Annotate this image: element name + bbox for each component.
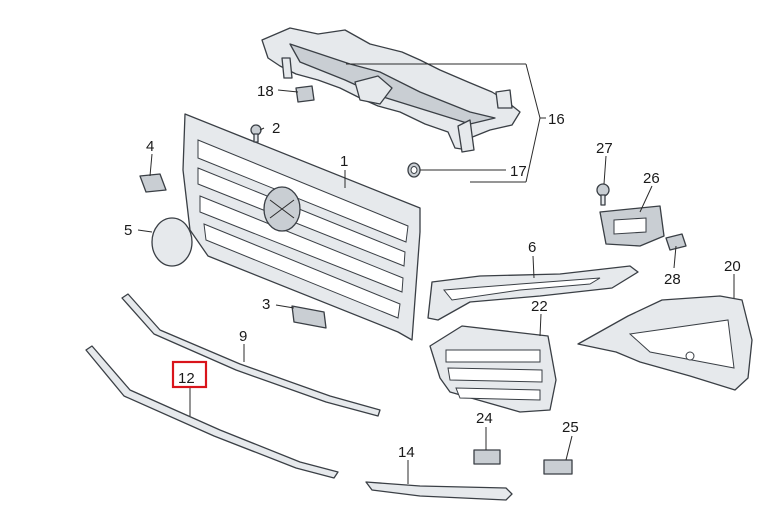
callout-25[interactable]: 25	[562, 419, 579, 436]
callout-3[interactable]: 3	[262, 296, 270, 313]
radiator-grille[interactable]	[182, 113, 421, 341]
clip-part-18[interactable]	[295, 85, 315, 103]
lower-strip-part-14[interactable]	[365, 481, 513, 501]
callout-22[interactable]: 22	[531, 298, 548, 315]
callout-18[interactable]: 18	[257, 83, 274, 100]
grommet-part-17[interactable]	[407, 162, 421, 178]
cover-part-3[interactable]	[291, 305, 327, 329]
callout-4[interactable]: 4	[146, 138, 154, 155]
side-grille-part-22[interactable]	[429, 325, 557, 413]
callout-20[interactable]: 20	[724, 258, 741, 275]
callout-2[interactable]: 2	[272, 120, 280, 137]
callout-12[interactable]: 12	[178, 370, 195, 387]
clip-part-25[interactable]	[543, 459, 573, 475]
callout-27[interactable]: 27	[596, 140, 613, 157]
callout-26[interactable]: 26	[643, 170, 660, 187]
clip-part-28[interactable]	[665, 233, 687, 251]
callout-17[interactable]: 17	[510, 163, 527, 180]
trim-strip-part-6[interactable]	[427, 265, 639, 321]
clip-part-24[interactable]	[473, 449, 501, 465]
trim-moulding-part-12[interactable]	[85, 345, 339, 479]
fog-light-grille-part-20[interactable]	[577, 295, 753, 391]
highlight-box	[171, 360, 208, 389]
callout-6[interactable]: 6	[528, 239, 536, 256]
clip-part-4[interactable]	[139, 173, 167, 193]
callout-1[interactable]: 1	[340, 153, 348, 170]
callout-16[interactable]: 16	[548, 111, 565, 128]
bracket-part-26[interactable]	[599, 205, 665, 247]
emblem-base-part-5[interactable]	[151, 217, 193, 267]
callout-5[interactable]: 5	[124, 222, 132, 239]
leader-lines	[137, 63, 735, 484]
screw-part-27[interactable]	[596, 183, 610, 206]
trim-moulding-part-9[interactable]	[121, 293, 381, 417]
callout-14[interactable]: 14	[398, 444, 415, 461]
callout-9[interactable]: 9	[239, 328, 247, 345]
upper-carrier-bracket[interactable]	[261, 27, 521, 153]
screw-part-2[interactable]	[250, 124, 262, 143]
callout-28[interactable]: 28	[664, 271, 681, 288]
callouts: 1 2 3 4 5 6 9 12 14 16 17 18 20 22 24 25…	[124, 83, 741, 461]
callout-24[interactable]: 24	[476, 410, 493, 427]
